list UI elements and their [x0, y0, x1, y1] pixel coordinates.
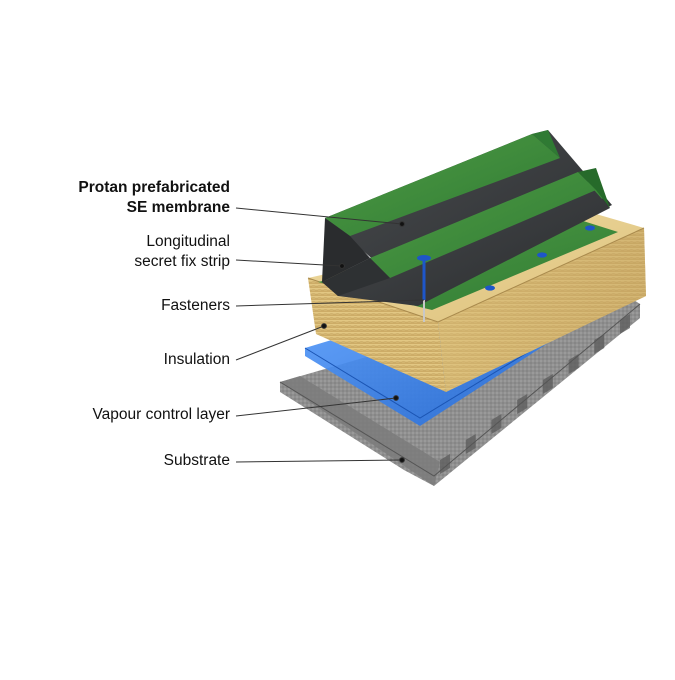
leader-secret-fix [235, 259, 343, 267]
label-fasteners-text: Fasteners [161, 297, 230, 314]
label-secret-fix-line2: secret fix strip [134, 253, 230, 270]
label-membrane: Protan prefabricated SE membrane [78, 178, 230, 218]
label-membrane-line2: SE membrane [126, 199, 230, 216]
leader-substrate [235, 459, 403, 463]
label-vapour-control-layer: Vapour control layer [92, 405, 230, 425]
substrate-rib [594, 334, 605, 354]
substrate-rib [568, 354, 579, 374]
label-insulation-text: Insulation [163, 351, 230, 368]
leader-insulation-dot [321, 323, 327, 329]
leader-membrane-dot [399, 221, 405, 227]
label-membrane-line1: Protan prefabricated [78, 179, 230, 196]
leader-substrate-dot [399, 457, 405, 463]
substrate-rib [465, 434, 476, 454]
leader-fasteners [235, 299, 425, 307]
leader-vcl-dot [393, 395, 399, 401]
leader-vcl [235, 397, 397, 417]
label-secret-fix-line1: Longitudinal [146, 233, 230, 250]
label-substrate-text: Substrate [163, 452, 230, 469]
label-secret-fix-strip: Longitudinal secret fix strip [134, 232, 230, 272]
label-fasteners: Fasteners [161, 296, 230, 316]
label-insulation: Insulation [164, 350, 230, 370]
label-substrate: Substrate [164, 451, 230, 471]
leader-membrane [235, 207, 403, 225]
fastener-screw [417, 255, 431, 322]
leader-lines [235, 207, 425, 463]
substrate-rib [517, 394, 528, 414]
label-vcl-text: Vapour control layer [92, 406, 230, 423]
leader-insulation [235, 325, 325, 361]
leader-secret-fix-dot [339, 263, 345, 269]
